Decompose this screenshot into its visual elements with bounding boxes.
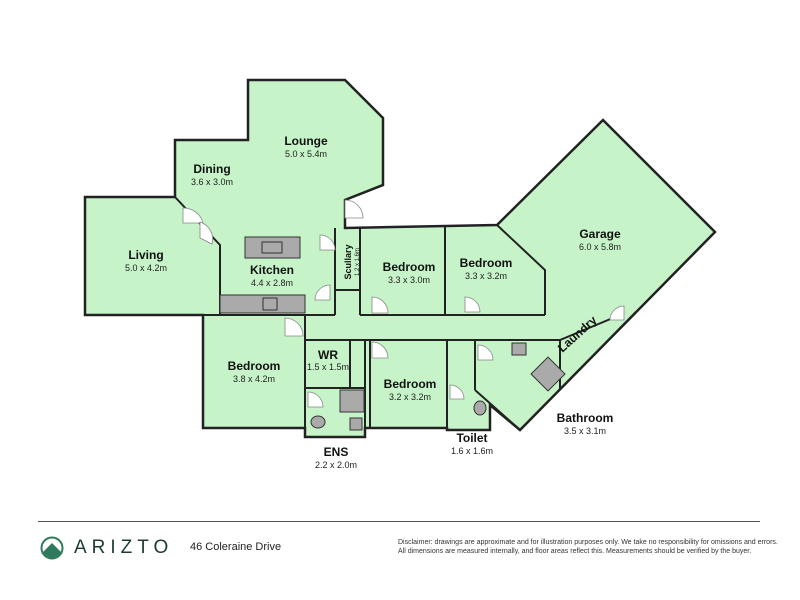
room-size: 1.5 x 1.5m: [307, 362, 349, 372]
floor-area: [85, 80, 715, 437]
room-size: 1.2 x 1.6m: [355, 248, 361, 276]
room-name: Dining: [193, 162, 230, 176]
room-name: Bathroom: [557, 411, 614, 425]
room-name: Living: [128, 248, 163, 262]
brand-logo: ARIZTO: [40, 536, 173, 560]
disclaimer: Disclaimer: drawings are approximate and…: [398, 538, 778, 556]
room-name: Toilet: [456, 431, 487, 445]
room-size: 5.0 x 4.2m: [125, 263, 167, 273]
room-name: Bedroom: [228, 359, 281, 373]
cooktop-icon: [262, 297, 278, 311]
floor-plan: Lounge 5.0 x 5.4m Dining 3.6 x 3.0m Livi…: [83, 78, 717, 470]
sink-icon: [261, 241, 283, 254]
room-labels: Lounge 5.0 x 5.4m Dining 3.6 x 3.0m Livi…: [125, 134, 621, 470]
room-size: 3.8 x 4.2m: [233, 374, 275, 384]
room-size: 3.2 x 3.2m: [389, 392, 431, 402]
room-name: Lounge: [284, 134, 328, 148]
doors: [182, 199, 625, 408]
brand-name: ARIZTO: [74, 537, 174, 558]
shower-icon: [530, 356, 566, 392]
room-name: Bedroom: [460, 256, 513, 270]
disclaimer-line: Disclaimer: drawings are approximate and…: [398, 539, 778, 546]
room-name: Scullary: [343, 244, 353, 279]
room-size: 1.6 x 1.6m: [451, 446, 493, 456]
room-size: 4.4 x 2.8m: [251, 278, 293, 288]
disclaimer-line: All dimensions are measured internally, …: [398, 548, 752, 555]
mountain-logo-icon: [40, 536, 64, 560]
room-size: 3.3 x 3.0m: [388, 275, 430, 285]
room-name: WR: [318, 348, 338, 362]
room-name: Bedroom: [384, 377, 437, 391]
room-size: 2.2 x 2.0m: [315, 460, 357, 470]
footer-divider: [38, 521, 760, 522]
room-name: Garage: [579, 227, 621, 241]
shower-icon: [339, 389, 365, 413]
room-size: 3.5 x 3.1m: [564, 426, 606, 436]
room-size: 3.3 x 3.2m: [465, 271, 507, 281]
basin-icon: [349, 417, 363, 431]
room-size: 5.0 x 5.4m: [285, 149, 327, 159]
laundry-tub-icon: [511, 342, 527, 356]
room-name: Bedroom: [383, 260, 436, 274]
toilet-icon: [310, 415, 326, 429]
toilet-icon: [473, 400, 487, 416]
room-size: 3.6 x 3.0m: [191, 177, 233, 187]
fixtures: [219, 236, 566, 431]
room-size: 6.0 x 5.8m: [579, 242, 621, 252]
property-address: 46 Coleraine Drive: [190, 541, 282, 553]
room-name: ENS: [324, 445, 349, 459]
interior-walls: [174, 196, 621, 437]
room-name: Kitchen: [250, 263, 294, 277]
